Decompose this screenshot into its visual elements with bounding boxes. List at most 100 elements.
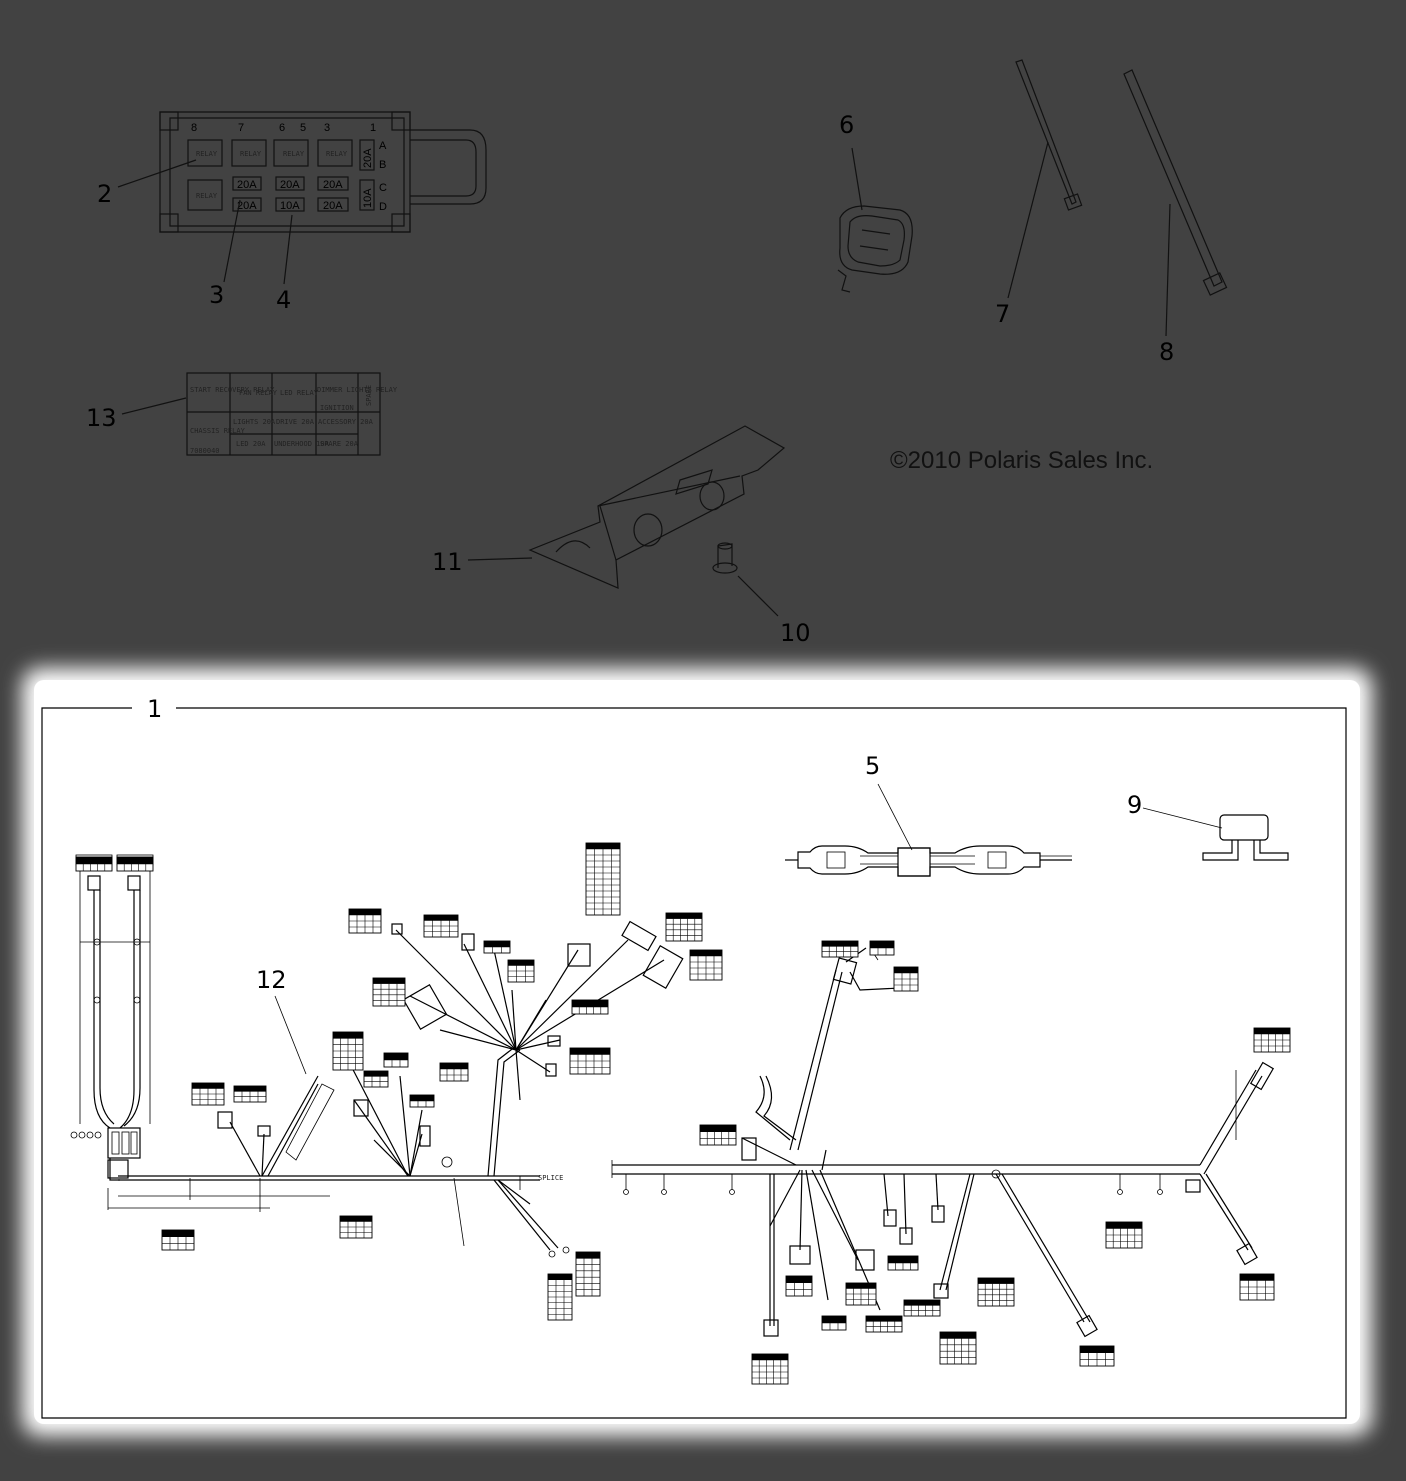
label-card-cell: DRIVE 20A bbox=[276, 418, 315, 426]
fuse-label: 20A bbox=[323, 179, 343, 191]
fuse-label: 20A bbox=[323, 200, 343, 212]
label-card-cell: SPARE 20A bbox=[320, 440, 359, 448]
pinout-tag-header bbox=[576, 1252, 600, 1259]
label-card-cell: CHASSIS RELAY bbox=[190, 427, 246, 435]
cable-tie-small: 7 bbox=[995, 59, 1083, 328]
fuse-label: 20A bbox=[280, 179, 300, 191]
pinout-tag-header bbox=[1080, 1346, 1114, 1353]
relay-label: RELAY bbox=[283, 150, 305, 158]
pinout-tag-header bbox=[904, 1300, 940, 1306]
svg-text:SPLICE: SPLICE bbox=[538, 1174, 563, 1182]
pinout-tag-header bbox=[1240, 1274, 1274, 1281]
connector-pinout-tags bbox=[75, 842, 1291, 1385]
pinout-tag-header bbox=[508, 960, 534, 966]
pinout-tag-header bbox=[690, 950, 722, 956]
callout-6[interactable]: 6 bbox=[839, 111, 854, 139]
pinout-tag-header bbox=[234, 1086, 266, 1092]
cable-tie-large: 8 bbox=[1123, 69, 1228, 366]
pinout-tag-header bbox=[666, 913, 702, 919]
pinout-tag-header bbox=[340, 1216, 372, 1222]
pinout-tag-header bbox=[349, 909, 381, 915]
fuse-box-top-number: 7 bbox=[238, 122, 244, 134]
pinout-tag-header bbox=[364, 1071, 388, 1077]
label-card-cell: FAN RELAY bbox=[239, 389, 278, 397]
side-fuse-label: 20A bbox=[362, 148, 374, 168]
pinout-tag-header bbox=[484, 941, 510, 947]
pinout-tag-header bbox=[117, 857, 153, 864]
fuse-label: 10A bbox=[280, 200, 300, 212]
pinout-tag-header bbox=[894, 967, 918, 973]
pinout-tag-header bbox=[440, 1063, 468, 1069]
label-card-cell: UNDERHOOD 10A bbox=[274, 440, 330, 448]
pinout-tag-header bbox=[192, 1083, 224, 1089]
relay-label: RELAY bbox=[326, 150, 348, 158]
pinout-tag-header bbox=[786, 1276, 812, 1283]
pinout-tag-header bbox=[586, 843, 620, 849]
label-card-cell: IGNITION bbox=[320, 404, 354, 412]
side-fuse-label: 10A bbox=[362, 188, 374, 208]
fuse-box-top-number: 1 bbox=[370, 122, 376, 134]
pinout-tag-header bbox=[333, 1032, 363, 1039]
callout-13[interactable]: 13 bbox=[86, 404, 117, 432]
callout-11[interactable]: 11 bbox=[432, 548, 463, 576]
fuse-label-card: START RECOVERY RELAY FAN RELAY LED RELAY… bbox=[86, 372, 398, 456]
pinout-tag-header bbox=[866, 1316, 902, 1322]
row-letter: C bbox=[379, 182, 387, 194]
fuse-box: 8 7 6 5 3 1 RELAY RELAY RELAY RELAY RELA… bbox=[97, 111, 487, 314]
relay-label: RELAY bbox=[240, 150, 262, 158]
pinout-tag-header bbox=[162, 1230, 194, 1237]
fuse-box-top-number: 6 bbox=[279, 122, 285, 134]
callout-7[interactable]: 7 bbox=[995, 300, 1010, 328]
pinout-tag-header bbox=[822, 941, 858, 947]
pinout-tag-header bbox=[888, 1256, 918, 1263]
pinout-tag-header bbox=[846, 1283, 876, 1289]
callout-3[interactable]: 3 bbox=[209, 281, 224, 309]
callout-9[interactable]: 9 bbox=[1127, 791, 1142, 819]
pinout-tag-header bbox=[940, 1332, 976, 1339]
pinout-tag-header bbox=[570, 1048, 610, 1055]
pinout-tag-header bbox=[870, 941, 894, 948]
relay-label: RELAY bbox=[196, 192, 218, 200]
inline-fuse-holder: 5 bbox=[785, 752, 1072, 877]
fuse-label: 20A bbox=[237, 179, 257, 191]
pinout-tag-header bbox=[76, 857, 112, 864]
relay-label: RELAY bbox=[196, 150, 218, 158]
pinout-tag-header bbox=[752, 1354, 788, 1360]
fuse-box-top-number: 3 bbox=[324, 122, 330, 134]
wire-harness-panel: 1 5 9 12 bbox=[22, 668, 1372, 1436]
pinout-tag-header bbox=[373, 978, 405, 984]
pinout-tag-header bbox=[822, 1316, 846, 1323]
label-card-part-number: 7080040 bbox=[190, 447, 220, 455]
row-letter: A bbox=[379, 140, 387, 152]
pinout-tag-header bbox=[424, 915, 458, 921]
copyright-text: ©2010 Polaris Sales Inc. bbox=[890, 447, 1153, 474]
label-card-cell: DIMMER LIGHTS RELAY bbox=[317, 386, 398, 394]
fuse-label: 20A bbox=[237, 200, 257, 212]
callout-1[interactable]: 1 bbox=[147, 695, 162, 723]
callout-4[interactable]: 4 bbox=[276, 286, 291, 314]
label-card-cell: SPARE bbox=[365, 385, 373, 406]
relay-connector: 6 bbox=[837, 111, 913, 293]
label-card-cell: LED 20A bbox=[236, 440, 266, 448]
label-card-cell: START RECOVERY RELAY bbox=[190, 386, 275, 394]
callout-10[interactable]: 10 bbox=[780, 619, 811, 647]
callout-8[interactable]: 8 bbox=[1159, 338, 1174, 366]
push-rivet: 10 bbox=[712, 542, 811, 647]
pinout-tag-header bbox=[548, 1274, 572, 1280]
pinout-tag-header bbox=[700, 1125, 736, 1132]
callout-5[interactable]: 5 bbox=[865, 752, 880, 780]
pinout-tag-header bbox=[384, 1053, 408, 1060]
label-card-cell: LED RELAY bbox=[280, 389, 319, 397]
pinout-tag bbox=[575, 1251, 601, 1297]
row-letter: B bbox=[379, 159, 386, 171]
pinout-tag-header bbox=[978, 1278, 1014, 1284]
callout-2[interactable]: 2 bbox=[97, 180, 112, 208]
label-card-cell: ACCESSORY 20A bbox=[318, 418, 374, 426]
callout-12[interactable]: 12 bbox=[256, 966, 287, 994]
fuse-box-top-number: 5 bbox=[300, 122, 306, 134]
circuit-breaker: 9 bbox=[1127, 791, 1289, 861]
row-letter: D bbox=[379, 201, 387, 213]
pinout-tag-header bbox=[1254, 1028, 1290, 1034]
label-card-cell: LIGHTS 20A bbox=[233, 418, 276, 426]
